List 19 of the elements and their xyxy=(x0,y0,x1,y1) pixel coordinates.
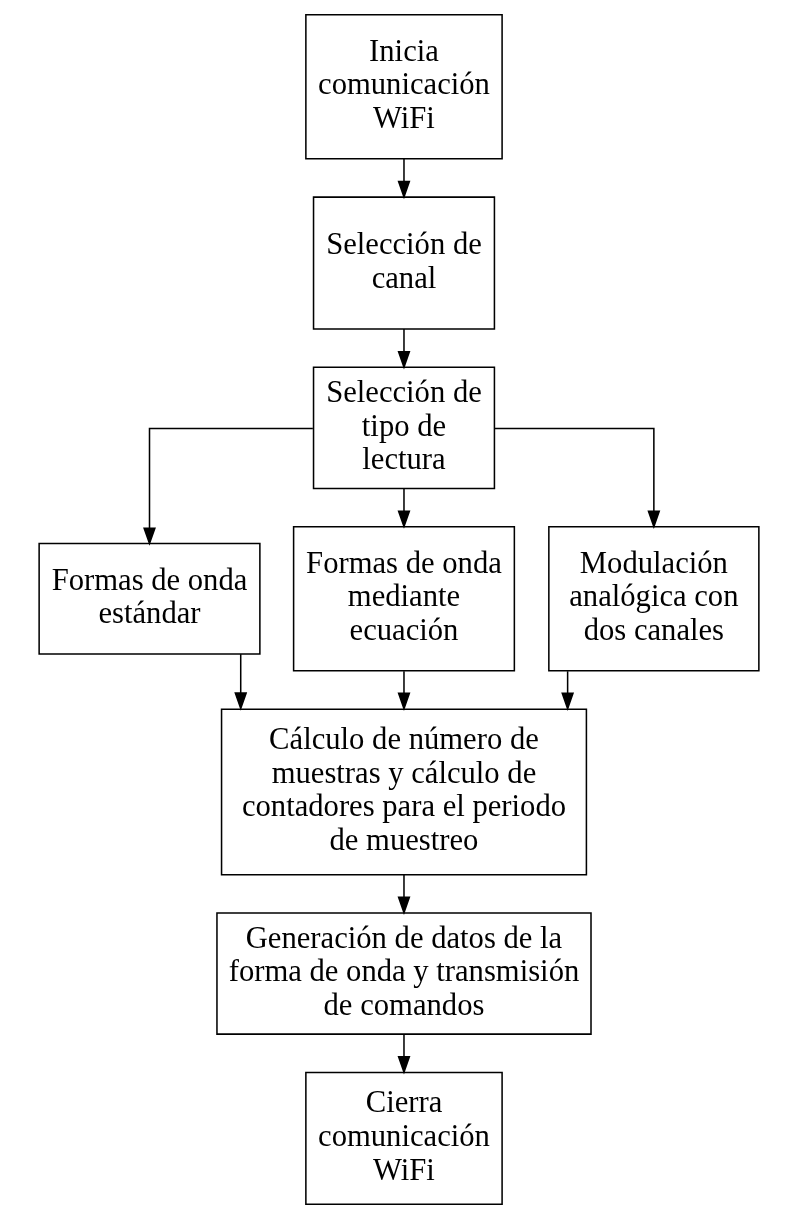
arrow xyxy=(397,1033,410,1075)
arrow xyxy=(233,653,247,711)
arrow xyxy=(493,427,660,529)
arrow xyxy=(142,427,314,546)
node-box: Formas de onda estándar xyxy=(37,542,261,655)
node-box: Cierra comunicación WiFi xyxy=(304,1071,503,1206)
node-box: Selección de tipo de lectura xyxy=(312,366,495,490)
arrow xyxy=(560,670,574,711)
arrow xyxy=(397,328,410,370)
node-box: Cálculo de número de muestras y cálculo de contadores para el periodo de muestreo xyxy=(220,708,587,876)
node-box: Generación de datos de la forma de onda y transmisión de comandos xyxy=(215,912,592,1035)
node-box: Modulación analógica con dos canales xyxy=(547,525,760,672)
node-box: Formas de onda mediante ecuación xyxy=(292,525,515,672)
arrow xyxy=(397,670,410,711)
arrow xyxy=(397,487,410,529)
node-box: Inicia comunicación WiFi xyxy=(304,13,503,160)
arrow xyxy=(397,158,410,200)
node-box: Selección de canal xyxy=(312,196,495,330)
arrow xyxy=(397,874,410,915)
